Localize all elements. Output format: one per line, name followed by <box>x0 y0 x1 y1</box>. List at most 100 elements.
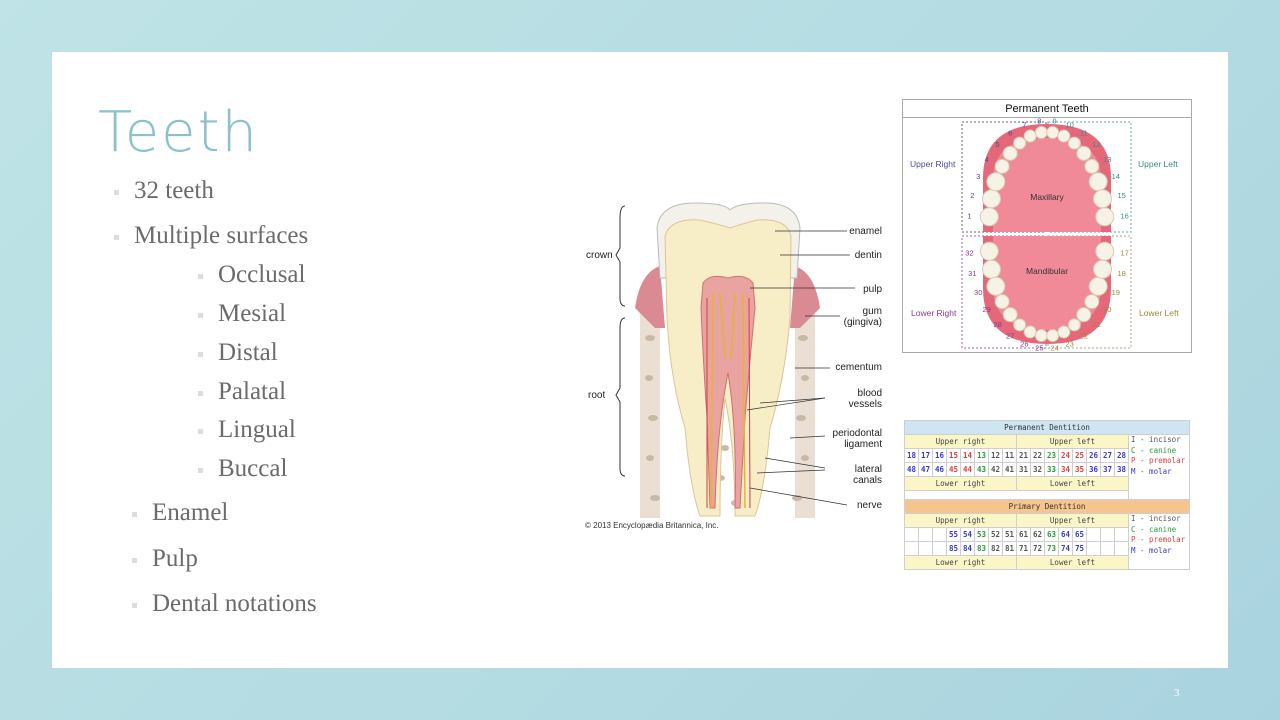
quad-lower-left: Lower left <box>1016 555 1129 570</box>
tooth-icon <box>986 172 1006 192</box>
tooth-number-cell: 46 <box>932 462 947 477</box>
tooth-icon <box>1057 325 1071 339</box>
tooth-number: 3 <box>976 172 980 181</box>
tooth-number: 26 <box>1020 339 1028 348</box>
tooth-number: 16 <box>1120 212 1128 221</box>
tooth-number: 7 <box>1022 121 1026 130</box>
tooth-number-cell: 62 <box>1030 527 1045 542</box>
tooth-icon <box>1023 129 1037 143</box>
label-lateral-canals: lateral canals <box>853 464 882 486</box>
tooth-number: 32 <box>965 248 973 257</box>
tooth-icon <box>1088 172 1108 192</box>
bullet-item: Occlusal <box>197 261 306 288</box>
tooth-icon <box>979 241 999 261</box>
tooth-number-cell: 36 <box>1086 462 1101 477</box>
legend-item: C - canine <box>1131 445 1177 455</box>
label-upper-left: Upper Left <box>1138 159 1178 169</box>
tooth-number-cell: 25 <box>1072 448 1087 463</box>
label-maxillary: Maxillary <box>1030 192 1064 202</box>
tooth-number-cell: 18 <box>904 448 919 463</box>
tooth-number-cell: 16 <box>932 448 947 463</box>
tooth-number-cell <box>932 527 947 542</box>
label-enamel: enamel <box>849 226 882 237</box>
tooth-icon <box>1034 329 1048 343</box>
tooth-number-cell <box>1086 541 1101 556</box>
bullet-item: Mesial <box>197 300 287 327</box>
tooth-number: 31 <box>968 269 976 278</box>
legend-item: M - molar <box>1131 545 1172 555</box>
chart-title: Permanent Teeth <box>903 100 1191 118</box>
tooth-number-cell: 35 <box>1072 462 1087 477</box>
tooth-number: 14 <box>1112 172 1120 181</box>
tooth-number-cell: 83 <box>974 541 989 556</box>
tooth-number: 25 <box>1035 343 1043 352</box>
label-lower-left: Lower Left <box>1139 308 1179 318</box>
tooth-number: 28 <box>993 320 1001 329</box>
quad-lower-left: Lower left <box>1016 476 1129 491</box>
root-brace <box>615 317 626 477</box>
tooth-number: 2 <box>970 191 974 200</box>
bullet-item: Dental notations <box>132 590 317 617</box>
tooth-number-cell: 75 <box>1072 541 1087 556</box>
tooth-number: 1 <box>967 212 971 221</box>
tooth-number: 30 <box>974 288 982 297</box>
tooth-number-cell: 11 <box>1002 448 1017 463</box>
tooth-number-cell <box>1086 527 1101 542</box>
tooth-icon <box>981 189 1001 209</box>
bullet-item: Lingual <box>198 416 296 443</box>
quad-upper-left: Upper left <box>1016 513 1129 528</box>
tooth-icon <box>986 276 1006 296</box>
copyright: © 2013 Encyclopædia Britannica, Inc. <box>585 521 719 530</box>
tooth-number-cell: 53 <box>974 527 989 542</box>
tooth-number: 11 <box>1080 129 1088 138</box>
tooth-number-cell: 33 <box>1044 462 1059 477</box>
tooth-number: 13 <box>1103 155 1111 164</box>
legend-item: C - canine <box>1131 524 1177 534</box>
label-dentin: dentin <box>854 250 882 261</box>
tooth-number-cell: 41 <box>1002 462 1017 477</box>
tooth-number-cell: 22 <box>1030 448 1045 463</box>
label-root: root <box>588 390 606 401</box>
tooth-number-cell <box>918 527 933 542</box>
tooth-number: 5 <box>995 140 999 149</box>
tooth-number-cell: 84 <box>960 541 975 556</box>
tooth-number-cell: 45 <box>946 462 961 477</box>
tooth-number: 17 <box>1120 248 1128 257</box>
tooth-number-cell: 85 <box>946 541 961 556</box>
tooth-number: 12 <box>1092 140 1100 149</box>
label-upper-right: Upper Right <box>910 159 956 169</box>
tooth-number: 15 <box>1117 191 1125 200</box>
quad-lower-right: Lower right <box>904 555 1017 570</box>
tooth-number: 8 <box>1037 118 1041 126</box>
tooth-icon <box>1067 136 1081 150</box>
tooth-number-cell: 13 <box>974 448 989 463</box>
tooth-number: 18 <box>1117 269 1125 278</box>
quad-upper-right: Upper right <box>904 513 1017 528</box>
tooth-number-cell <box>904 527 919 542</box>
tooth-icon <box>1034 125 1048 139</box>
tooth-number-cell <box>1100 527 1115 542</box>
tooth-number: 29 <box>983 305 991 314</box>
label-nerve: nerve <box>856 500 882 511</box>
tooth-icon <box>1088 276 1108 296</box>
legend-item: P - premolar <box>1131 535 1186 544</box>
quad-lower-right: Lower right <box>904 476 1017 491</box>
tooth-number-cell: 63 <box>1044 527 1059 542</box>
leader-lines <box>746 230 855 506</box>
legend-item: I - incisor <box>1131 435 1181 444</box>
gum <box>635 266 820 328</box>
crown-brace <box>615 205 626 307</box>
tooth-number-cell: 48 <box>904 462 919 477</box>
tooth-icon <box>1093 259 1113 279</box>
tooth-number: 10 <box>1065 121 1073 130</box>
permanent-teeth-chart: Permanent Teeth Upper Right Upper Left L… <box>902 99 1192 353</box>
tooth-number-cell: 37 <box>1100 462 1115 477</box>
tooth-number-cell: 72 <box>1030 541 1045 556</box>
tooth-number-cell: 43 <box>974 462 989 477</box>
tooth-number-cell: 82 <box>988 541 1003 556</box>
tooth-number-cell: 64 <box>1058 527 1073 542</box>
tooth-number-cell: 55 <box>946 527 961 542</box>
